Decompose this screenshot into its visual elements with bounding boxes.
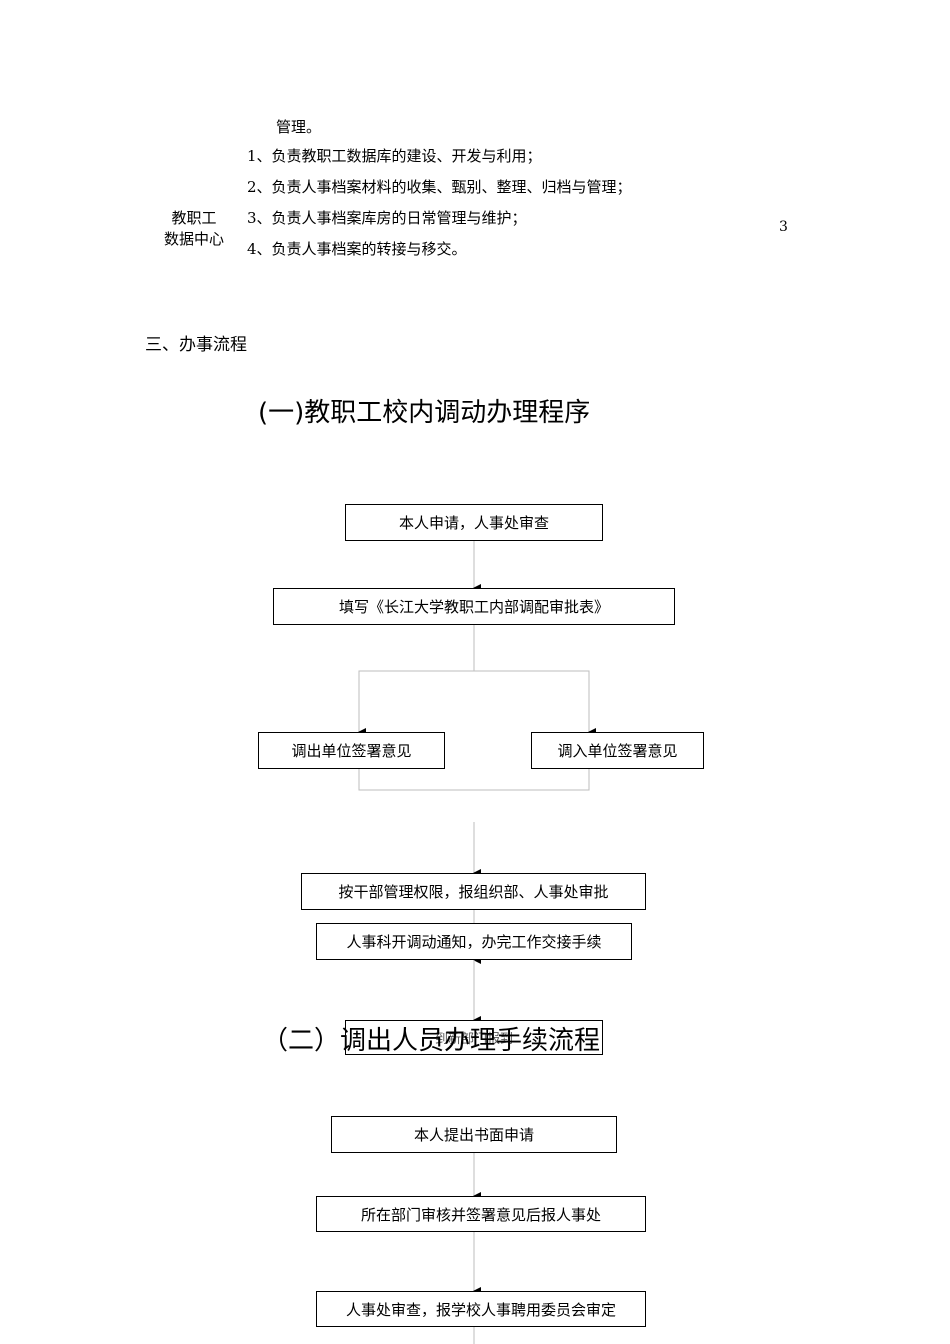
flow2-step-hr-review: 人事处审查，报学校人事聘用委员会审定 <box>316 1291 646 1327</box>
duty-item: 2、负责人事档案材料的收集、甄别、整理、归档与管理； <box>247 178 632 196</box>
duty-item: 1、负责教职工数据库的建设、开发与利用； <box>247 147 542 165</box>
staff-count: 3 <box>779 219 788 235</box>
flow1-step-fill-form: 填写《长江大学教职工内部调配审批表》 <box>273 588 675 625</box>
flow1-branch-in-unit: 调入单位签署意见 <box>531 732 704 769</box>
flow1-step-approval: 按干部管理权限，报组织部、人事处审批 <box>301 873 646 910</box>
flow1-title: (一)教职工校内调动办理程序 <box>258 398 591 428</box>
flow1-step-report-new-dept: 到新部门报到 <box>345 1020 603 1055</box>
unit-name-line2: 数据中心 <box>164 230 225 248</box>
flow1-step-apply: 本人申请，人事处审查 <box>345 504 603 541</box>
flow1-branch-out-unit: 调出单位签署意见 <box>258 732 445 769</box>
flow2-title: （二）调出人员办理手续流程 <box>262 1026 601 1056</box>
duty-item: 4、负责人事档案的转接与移交。 <box>247 240 467 258</box>
flow1-step-transfer-notice: 人事科开调动通知，办完工作交接手续 <box>316 923 632 960</box>
duty-item: 3、负责人事档案库房的日常管理与维护； <box>247 209 527 227</box>
flow2-step-dept-review: 所在部门审核并签署意见后报人事处 <box>316 1196 646 1232</box>
section-heading: 三、办事流程 <box>145 335 247 355</box>
flow2-step-written-application: 本人提出书面申请 <box>331 1116 617 1153</box>
unit-name-cell: 教职工 数据中心 <box>164 208 224 250</box>
unit-name-line1: 教职工 <box>171 209 217 227</box>
duty-continuation-text: 管理。 <box>276 118 322 136</box>
